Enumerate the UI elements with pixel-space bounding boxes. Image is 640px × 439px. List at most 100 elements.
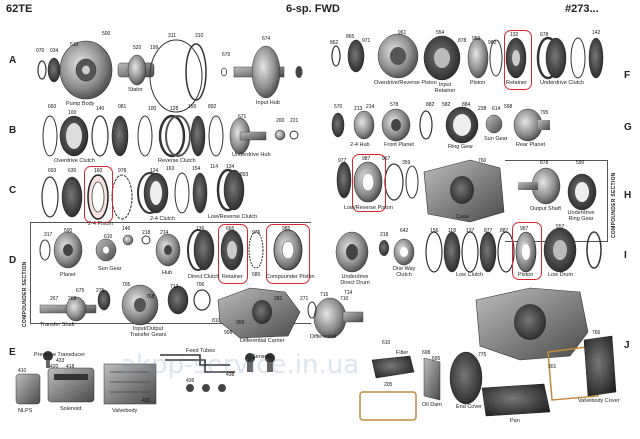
label-io-transfer-gears: Input/Output Transfer Gears <box>129 326 167 338</box>
part-number: 980 <box>488 40 497 46</box>
disc-f-icon <box>588 37 604 79</box>
differential-icon <box>313 297 364 339</box>
part-number: 674 <box>262 36 271 42</box>
label-low-reverse-piston: Low/Reverse Piston <box>344 205 393 211</box>
label-nlps: NLPS <box>18 408 33 414</box>
part-number: 630 <box>68 168 77 174</box>
ring-gear-icon <box>445 106 479 144</box>
spring-f-icon <box>489 39 503 77</box>
label-piston-i: Piston <box>518 272 534 278</box>
part-number: 614 <box>492 106 501 112</box>
part-number: 795 <box>540 110 549 116</box>
label-underdrive-clutch: Underdrive Clutch <box>540 80 585 86</box>
part-number: 693 <box>48 168 57 174</box>
part-number: 610 <box>104 234 113 240</box>
label-retainer-f: Retainer <box>506 80 527 86</box>
wave-plate-icon <box>208 115 224 157</box>
label-ring-gear: Ring Gear <box>448 144 474 150</box>
valvebody-icon <box>103 363 157 405</box>
part-number: 214 <box>366 104 375 110</box>
label-low-reverse-clutch: Low/Reverse Clutch <box>208 214 258 220</box>
part-number: 678 <box>540 32 549 38</box>
nlps-icon <box>15 373 41 405</box>
label-one-way-clutch: One Way Clutch <box>392 266 416 278</box>
clutch-disc-icon <box>111 115 129 157</box>
label-low-drum: Low Drum <box>548 272 574 278</box>
input-retainer-icon <box>423 35 461 81</box>
part-number: 660 <box>48 104 57 110</box>
part-number: 987 <box>362 156 371 162</box>
part-number: 675 <box>76 288 85 294</box>
part-number: 142 <box>592 30 601 36</box>
highlight-piston-i <box>512 222 542 280</box>
stator-icon <box>117 54 155 86</box>
washer-d-icon <box>141 235 151 245</box>
low-clutch-icon <box>425 231 515 273</box>
part-number: 892 <box>208 104 217 110</box>
piston-f-icon <box>467 37 489 79</box>
row-letter-i: I <box>624 250 627 261</box>
label-stator: Stator <box>128 87 143 93</box>
part-number: 310 <box>195 33 204 39</box>
part-number: 160 <box>94 168 103 174</box>
label-compounder-piston: Compounder Piston <box>266 274 315 280</box>
snap-ring-i-icon <box>586 231 602 269</box>
hub-24-icon <box>353 110 375 140</box>
part-number: 317 <box>44 232 53 238</box>
part-number: 433 <box>56 358 65 364</box>
seal-ring-icon <box>37 60 47 80</box>
piston-24-icon <box>87 174 109 220</box>
part-number: 705 <box>122 282 131 288</box>
underdrive-clutch-icon <box>536 36 567 80</box>
sensors-icon <box>245 353 275 372</box>
part-number: 882 <box>426 102 435 108</box>
part-number: 200 <box>276 118 285 124</box>
thrust-washer-icon <box>289 130 299 140</box>
od-rev-piston-icon <box>377 33 419 79</box>
one-way-clutch-icon <box>393 238 415 266</box>
part-number: 766 <box>592 330 601 336</box>
label-end-cover: End Cover <box>456 404 482 410</box>
gasket-icon <box>359 391 417 421</box>
part-number: 436 <box>186 378 195 384</box>
part-number: 137 <box>466 228 475 234</box>
compounder-piston-icon <box>273 229 303 271</box>
part-number: 205 <box>384 382 393 388</box>
part-number: 610 <box>382 340 391 346</box>
label-case: Case <box>456 214 469 220</box>
part-number: 670 <box>222 52 231 58</box>
part-number: 590 <box>64 228 73 234</box>
row-letter-a: A <box>9 55 17 66</box>
row-letter-f: F <box>624 70 631 81</box>
part-number: 893 <box>240 172 249 178</box>
ring-h-icon <box>336 161 352 199</box>
part-number: 221 <box>290 118 299 124</box>
row-letter-h: H <box>624 190 632 201</box>
part-number: 140 <box>96 106 105 112</box>
part-number: 128 <box>170 106 179 112</box>
label-sun-gear-g: Sun Gear <box>484 136 508 142</box>
model-code: 62TE <box>6 3 33 15</box>
label-transfer-shaft: Transfer Shaft <box>40 322 75 328</box>
part-number: 810 <box>212 318 221 324</box>
part-number: 520 <box>133 45 142 51</box>
underdrive-direct-drum-icon <box>335 231 369 273</box>
part-number: 114 <box>210 164 218 170</box>
highlight-piston-24 <box>84 166 113 223</box>
part-number: 070 <box>36 48 45 54</box>
part-number: 714 <box>344 290 353 296</box>
part-number: 695 <box>432 356 441 362</box>
label-planet: Planet <box>60 272 76 278</box>
label-piston-24: 2-4 Piston <box>88 221 113 227</box>
label-oil-dam: Oil Dam <box>422 402 442 408</box>
label-od-rev-piston: Overdrive/Reverse Piston <box>374 80 437 86</box>
piston-i-icon <box>515 231 537 273</box>
part-number: 359 <box>402 160 411 166</box>
part-number: 967 <box>520 226 529 232</box>
pressure-transducer-icon <box>43 351 53 368</box>
part-number: 862 <box>330 40 339 46</box>
part-number: 975 <box>252 230 261 236</box>
row-letter-e: E <box>9 347 16 358</box>
label-low-clutch: Low Clutch <box>456 272 484 278</box>
part-number: 238 <box>478 106 487 112</box>
